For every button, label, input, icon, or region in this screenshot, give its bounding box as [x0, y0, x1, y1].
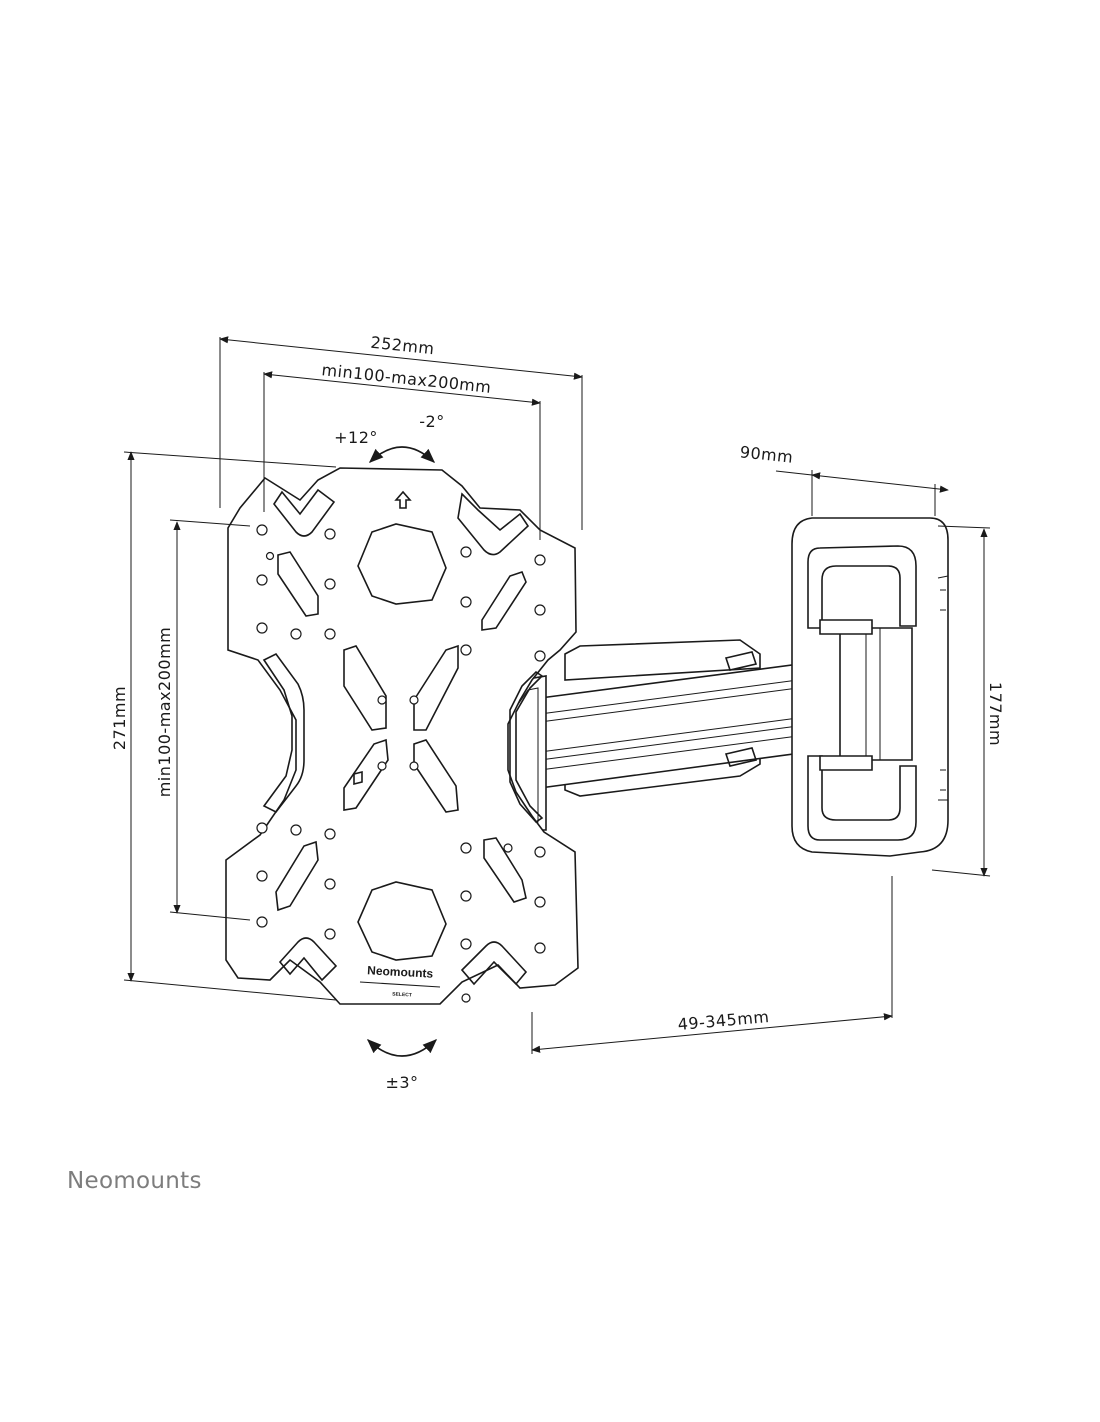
dimension-lines: [123, 336, 991, 1054]
vesa-horizontal-label: min100-max200mm: [321, 360, 493, 397]
swing-arm: [499, 639, 869, 831]
mounting-holes: [256, 524, 546, 1003]
vesa-plate: Neomounts SELECT: [225, 467, 579, 1005]
plate-logo: Neomounts: [367, 963, 434, 980]
tilt-arrows: [366, 446, 438, 1057]
up-arrow-icon: [394, 490, 412, 509]
rotation-label: ±3°: [385, 1073, 418, 1092]
extension-label: 49-345mm: [677, 1007, 770, 1034]
vesa-vertical-label: min100-max200mm: [155, 627, 174, 798]
rotation-arrow-icon: [366, 1039, 438, 1057]
tilt-down-label: -2°: [419, 412, 444, 431]
wall-plate-width-label: 90mm: [739, 442, 794, 466]
tilt-up-label: +12°: [334, 428, 378, 447]
plate-logo-sub: SELECT: [392, 991, 412, 998]
tilt-arrow-icon: [368, 446, 436, 463]
wall-plate-height-label: 177mm: [986, 682, 1005, 746]
plate-width-label: 252mm: [370, 333, 436, 359]
plate-height-label: 271mm: [110, 686, 129, 750]
brand-logo: Neomounts: [67, 1168, 202, 1194]
wall-plate: [791, 517, 949, 857]
